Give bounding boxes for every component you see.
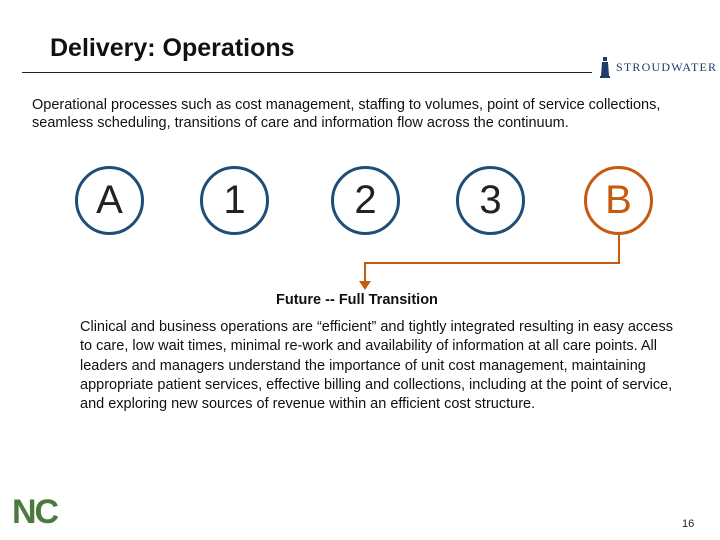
- page-number: 16: [682, 518, 695, 530]
- stroudwater-logo: STROUDWATER: [598, 56, 717, 78]
- logo-wordmark: STROUDWATER: [616, 59, 718, 74]
- future-heading: Future -- Full Transition: [276, 292, 438, 308]
- title-divider: [22, 72, 592, 73]
- lighthouse-icon: [600, 57, 610, 78]
- future-description: Clinical and business operations are “ef…: [80, 319, 673, 413]
- intro-text: Operational processes such as cost manag…: [32, 97, 661, 131]
- stage-a-circle: A: [75, 166, 144, 235]
- stage-1-circle: 1: [200, 166, 269, 235]
- nc-logo-mark: NC: [12, 493, 59, 531]
- nc-logo: NC: [12, 493, 59, 532]
- slide-title: Delivery: Operations: [50, 34, 295, 62]
- stage-3-circle: 3: [456, 166, 525, 235]
- stage-b-circle: B: [584, 166, 653, 235]
- stage-2-circle: 2: [331, 166, 400, 235]
